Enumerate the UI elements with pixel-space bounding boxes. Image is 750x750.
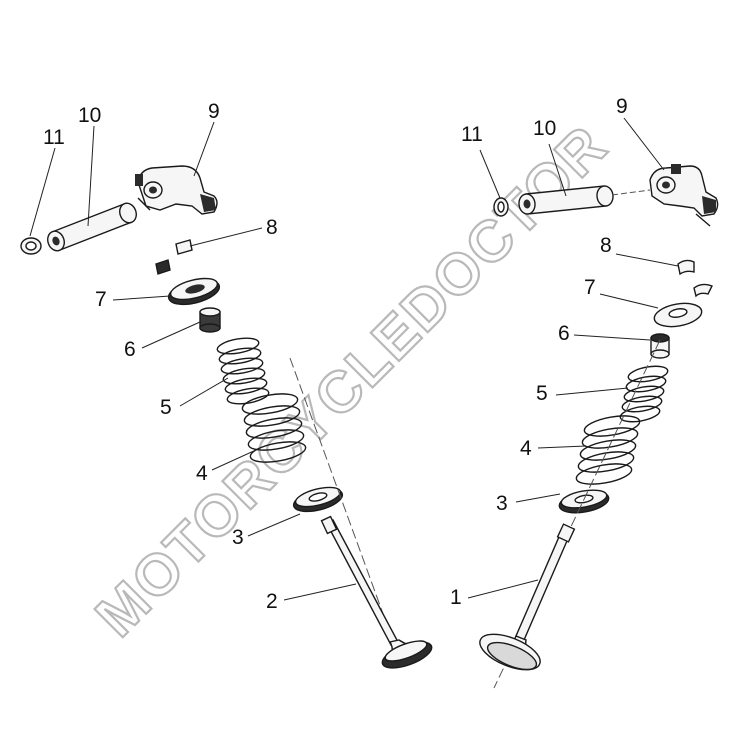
callout-10-right: 10 bbox=[533, 117, 556, 140]
callout-9-left: 9 bbox=[208, 100, 220, 123]
inner-spring-left bbox=[216, 337, 270, 405]
callout-6-right: 6 bbox=[558, 322, 570, 345]
stem-seal-left bbox=[199, 307, 221, 333]
callout-3-right: 3 bbox=[496, 492, 508, 515]
callout-1-right: 1 bbox=[450, 586, 462, 609]
callout-3-left: 3 bbox=[232, 526, 244, 549]
rocker-shaft-left bbox=[47, 202, 137, 252]
o-ring-left bbox=[20, 237, 42, 255]
callouts-right: 11 10 9 8 7 6 5 4 3 1 bbox=[450, 95, 628, 609]
callout-10-left: 10 bbox=[78, 104, 101, 127]
valve-collet-right bbox=[677, 259, 713, 298]
outer-spring-right bbox=[575, 415, 641, 485]
o-ring-right bbox=[493, 197, 509, 217]
spring-seat-right bbox=[558, 489, 610, 514]
callout-5-left: 5 bbox=[160, 396, 172, 419]
callout-7-left: 7 bbox=[95, 288, 107, 311]
spring-seat-left bbox=[292, 486, 344, 513]
callout-11-left: 11 bbox=[43, 126, 65, 149]
callouts-left: 11 10 9 8 7 6 5 4 3 2 bbox=[43, 100, 278, 613]
callout-4-left: 4 bbox=[196, 462, 208, 485]
rocker-arm-left bbox=[135, 165, 218, 215]
callout-7-right: 7 bbox=[584, 276, 596, 299]
stem-seal-right bbox=[650, 333, 670, 359]
inner-spring-right bbox=[619, 365, 669, 423]
valve-collet-left bbox=[155, 239, 193, 275]
callout-8-right: 8 bbox=[600, 234, 612, 257]
intake-valve bbox=[479, 339, 661, 689]
callout-8-left: 8 bbox=[266, 216, 278, 239]
spring-retainer-right bbox=[653, 302, 703, 328]
left-valve-assembly bbox=[20, 165, 433, 669]
callout-4-right: 4 bbox=[520, 437, 532, 460]
callout-2-left: 2 bbox=[266, 590, 278, 613]
outer-spring-left bbox=[241, 393, 307, 463]
callout-11-right: 11 bbox=[461, 123, 483, 146]
rocker-shaft-right bbox=[518, 185, 651, 215]
callout-9-right: 9 bbox=[616, 95, 628, 118]
exhaust-valve bbox=[289, 357, 433, 669]
right-valve-assembly bbox=[479, 164, 719, 689]
leader-lines bbox=[29, 117, 679, 601]
rocker-arm-right bbox=[649, 164, 719, 227]
spring-retainer-left bbox=[167, 277, 221, 306]
callout-5-right: 5 bbox=[536, 382, 548, 405]
callout-6-left: 6 bbox=[124, 338, 136, 361]
